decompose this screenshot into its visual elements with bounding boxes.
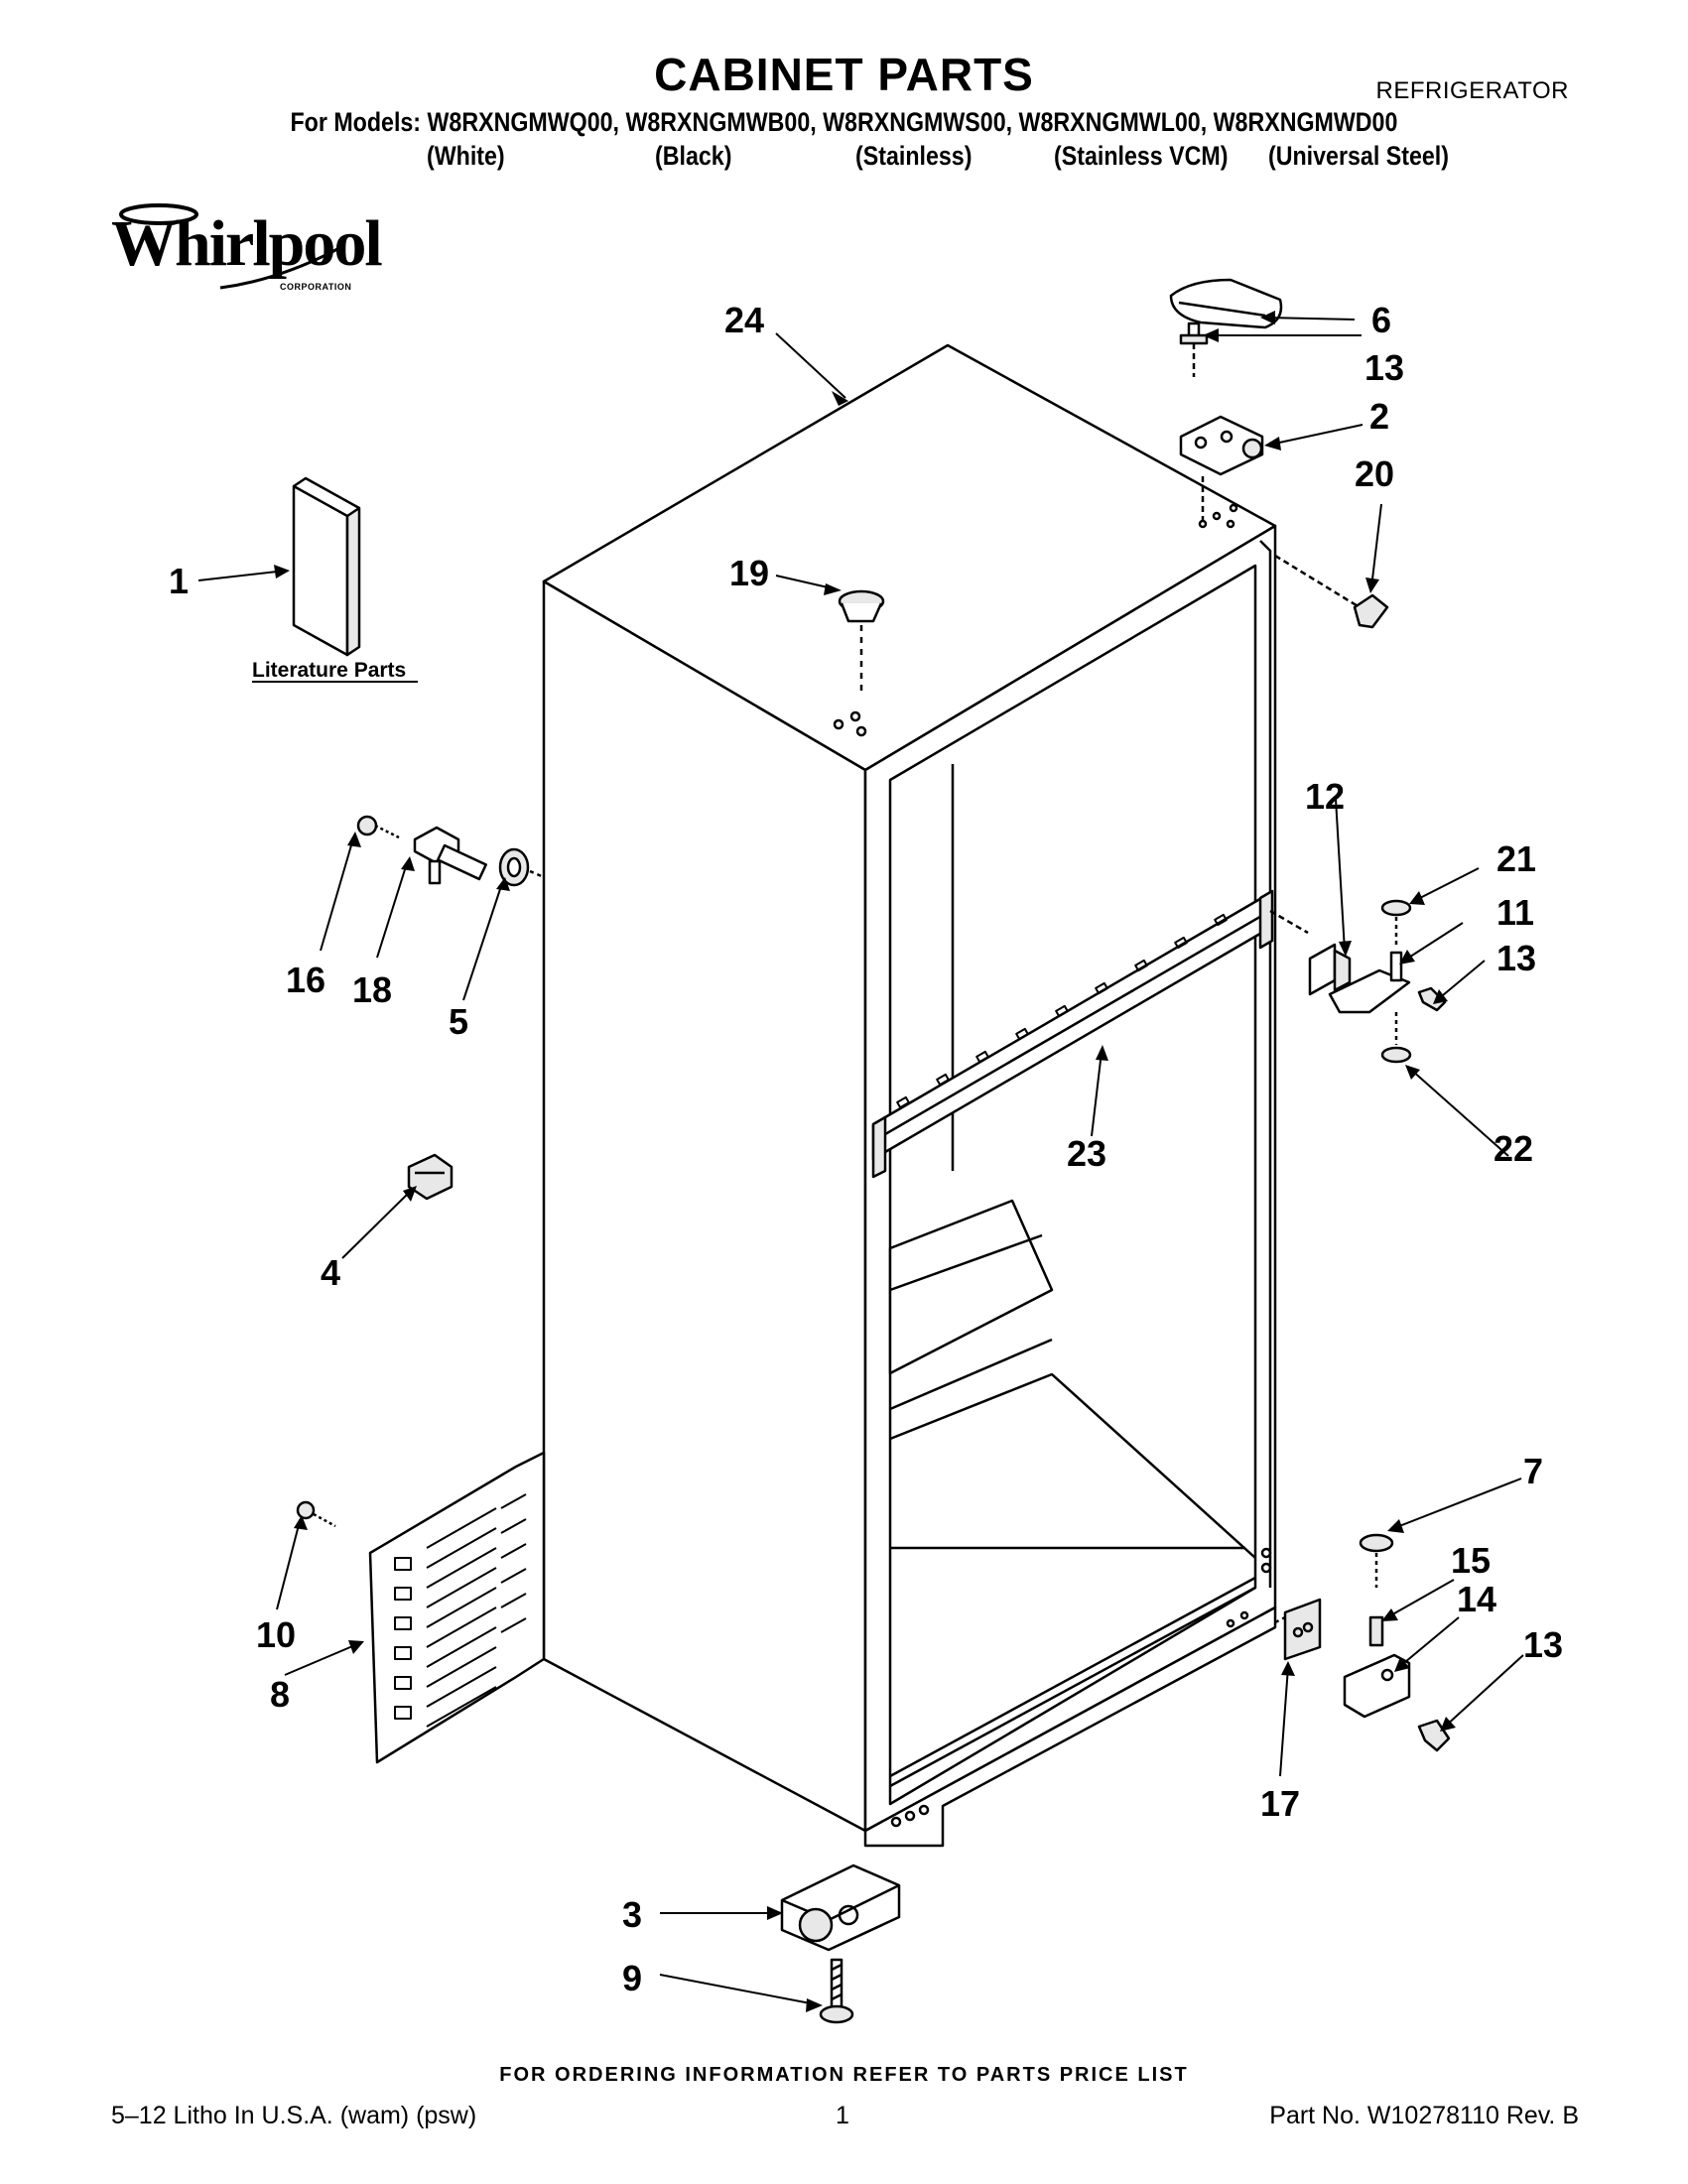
callout-18: 18 [352,969,392,1010]
top-hinge-assembly [1169,278,1283,521]
appliance-type: REFRIGERATOR [1375,77,1569,104]
callout-19: 19 [729,553,769,593]
left-door-stop-assembly [356,815,545,887]
refrigerator-cabinet [542,343,1277,1848]
callout-11: 11 [1496,892,1534,933]
leveling-roller-assembly [780,1863,901,2024]
leader-arrows [197,317,1524,2005]
callout-10: 10 [256,1614,296,1655]
whirlpool-logo: Whirlpool CORPORATION [111,189,383,298]
clip-4 [407,1153,454,1201]
callout-15: 15 [1451,1540,1491,1581]
callout-4: 4 [321,1252,340,1293]
callout-13-top: 13 [1364,347,1404,388]
callout-13-middle: 13 [1496,938,1536,978]
callout-9: 9 [622,1958,642,1998]
model-list: For Models: W8RXNGMWQ00, W8RXNGMWB00, W8… [290,107,1398,137]
literature-parts-label: Literature Parts [252,659,406,682]
variant-white: (White) [427,141,505,171]
callout-14: 14 [1457,1579,1496,1619]
part-number: Part No. W10278110 Rev. B [1269,2102,1579,2129]
center-hinge-assembly [1269,899,1447,1064]
callout-13-bottom: 13 [1523,1624,1563,1665]
callout-1: 1 [169,561,189,601]
variant-black: (Black) [655,141,732,171]
callout-17: 17 [1260,1783,1300,1824]
variant-stainless-vcm: (Stainless VCM) [1054,141,1229,171]
rear-access-panel-8 [368,1451,546,1764]
swirl-logo-icon [119,203,340,290]
variant-universal-steel: (Universal Steel) [1268,141,1449,171]
callout-7: 7 [1523,1451,1543,1491]
callout-8: 8 [270,1674,290,1715]
page-title: CABINET PARTS [654,49,1034,100]
callout-24: 24 [724,300,764,340]
callout-20: 20 [1355,453,1394,494]
callout-5: 5 [449,1001,468,1042]
callout-12: 12 [1305,776,1345,817]
variant-stainless: (Stainless) [855,141,973,171]
callout-6: 6 [1371,300,1391,340]
litho-info: 5–12 Litho In U.S.A. (wam) (psw) [111,2102,477,2129]
callout-21: 21 [1496,838,1536,879]
bottom-hinge-assembly [1274,1533,1451,1752]
literature-parts-booklet [292,476,361,657]
callout-22: 22 [1493,1128,1533,1169]
hinge-cover-clip-20 [1353,593,1389,629]
page-number: 1 [836,2102,849,2129]
callout-23: 23 [1067,1133,1106,1174]
callout-numbers: 1 2 3 4 5 6 7 8 9 10 11 12 13 13 13 14 1… [169,300,1563,1998]
callout-2: 2 [1369,396,1389,437]
logo-wordmark: Whirlpool [111,207,383,280]
logo-subtext: CORPORATION [280,282,352,292]
ordering-note: FOR ORDERING INFORMATION REFER TO PARTS … [499,2064,1189,2086]
arrowheads [274,311,1456,2012]
callout-3: 3 [622,1894,642,1935]
callout-16: 16 [286,960,325,1000]
plug-19 [838,589,885,695]
screw-10 [296,1500,336,1528]
